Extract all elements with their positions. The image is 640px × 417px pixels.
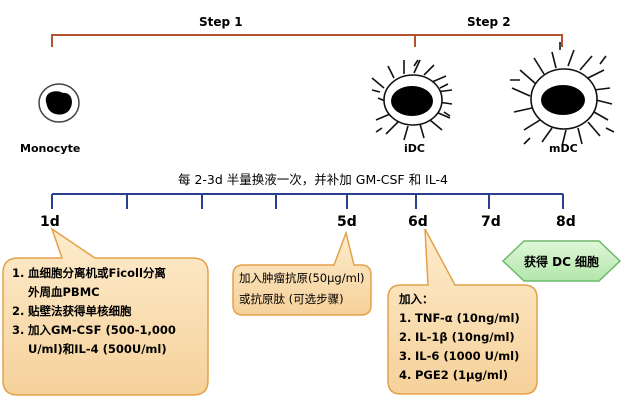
callout-6d-text: 加入： 1.TNF-α (10ng/ml) 2.IL-1β (10ng/ml) … — [399, 290, 520, 385]
day-label-5d: 5d — [337, 214, 357, 230]
callout-1d-text: 1.血细胞分离机或Ficoll分离 外周血PBMC 2.贴壁法获得单核细胞 3.… — [12, 264, 206, 359]
callout-6d-line-text: IL-1β (10ng/ml) — [415, 330, 515, 344]
callout-1d-num: 1. — [12, 266, 25, 280]
day-label-7d: 7d — [481, 214, 501, 230]
callout-6d-num: 4. — [399, 368, 412, 382]
step-1-label: Step 1 — [199, 15, 243, 29]
callout-1d-line: 1.血细胞分离机或Ficoll分离 — [12, 264, 206, 283]
callout-5d-text: 加入肿瘤抗原(50μg/ml) 或抗原肽 (可选步骤) — [239, 268, 365, 310]
callout-6d-line: 2.IL-1β (10ng/ml) — [399, 328, 520, 347]
callout-6d-line: 3.IL-6 (1000 U/ml) — [399, 347, 520, 366]
mdc-cell-icon — [510, 42, 615, 147]
result-diamond-shape — [501, 240, 622, 282]
callout-6d-line: 4.PGE2 (1μg/ml) — [399, 366, 520, 385]
monocyte-label: Monocyte — [20, 142, 81, 155]
mdc-label: mDC — [549, 142, 578, 155]
callout-6d-num: 3. — [399, 349, 412, 363]
callout-1d-line-text: 血细胞分离机或Ficoll分离 — [28, 266, 166, 280]
callout-6d-line-text: PGE2 (1μg/ml) — [415, 368, 509, 382]
callout-6d-shape — [387, 228, 538, 395]
callout-1d-line: 3.加入GM-CSF (500-1,000 — [12, 321, 206, 340]
callout-6d-num: 2. — [399, 330, 412, 344]
callout-1d-line: U/ml)和IL-4 (500U/ml) — [12, 340, 206, 359]
day-label-1d: 1d — [40, 214, 60, 230]
callout-1d-line: 2.贴壁法获得单核细胞 — [12, 302, 206, 321]
step-bracket — [51, 34, 563, 47]
result-8d-text: 获得 DC 细胞 — [523, 255, 600, 269]
callout-1d-line-text: U/ml)和IL-4 (500U/ml) — [28, 342, 167, 356]
callout-1d-num: 3. — [12, 323, 25, 337]
callout-1d-line: 外周血PBMC — [12, 283, 206, 302]
callout-5d-shape — [232, 230, 372, 316]
callout-1d-line-text: 贴壁法获得单核细胞 — [28, 304, 132, 318]
timeline-note: 每 2-3d 半量换液一次，并补加 GM-CSF 和 IL-4 — [178, 172, 448, 187]
monocyte-cell-icon — [38, 83, 80, 123]
day-label-6d: 6d — [408, 214, 428, 230]
callout-6d-num: 1. — [399, 311, 412, 325]
callout-6d-title: 加入： — [399, 292, 434, 306]
callout-1d-num: 2. — [12, 304, 25, 318]
step-2-label: Step 2 — [467, 15, 511, 29]
callout-6d-line-text: IL-6 (1000 U/ml) — [415, 349, 520, 363]
timeline-axis — [51, 193, 564, 209]
idc-label: iDC — [404, 142, 425, 155]
callout-1d-line-text: 加入GM-CSF (500-1,000 — [28, 323, 176, 337]
callout-1d-shape — [2, 227, 209, 396]
callout-6d-line-text: TNF-α (10ng/ml) — [415, 311, 520, 325]
day-label-8d: 8d — [556, 214, 576, 230]
callout-5d-line: 加入肿瘤抗原(50μg/ml) — [239, 271, 365, 285]
callout-6d-line: 1.TNF-α (10ng/ml) — [399, 309, 520, 328]
idc-cell-icon — [371, 59, 453, 141]
callout-5d-line: 或抗原肽 (可选步骤) — [239, 292, 344, 306]
callout-1d-line-text: 外周血PBMC — [28, 285, 100, 299]
